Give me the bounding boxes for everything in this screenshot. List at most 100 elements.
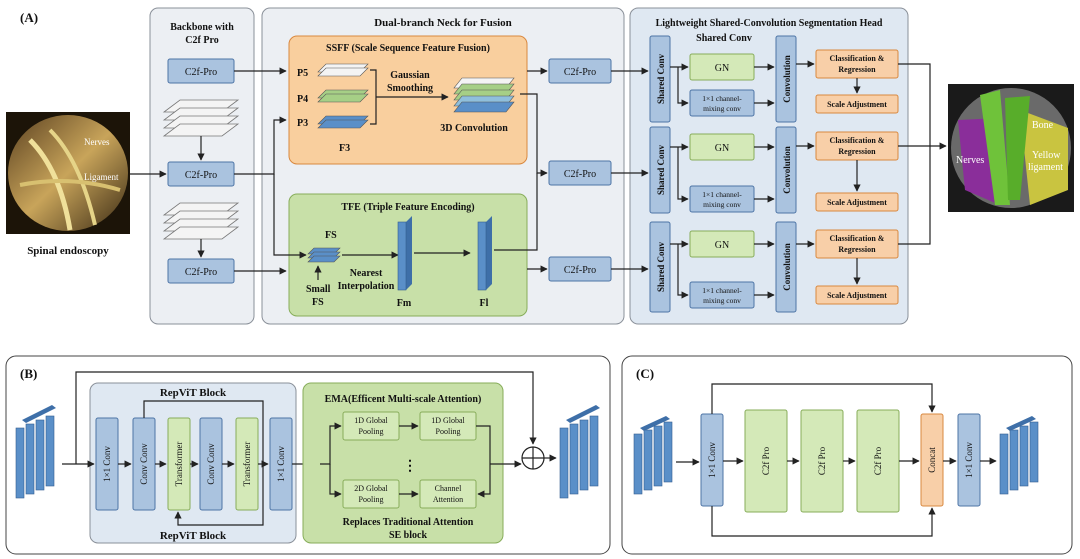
head-row-3-convolution: Convolution [782, 243, 792, 291]
tfe-fl-block [477, 216, 492, 291]
head-row-1-cls-1: Classification & [830, 54, 885, 63]
head-row-1-shared-conv: Shared Conv [656, 53, 666, 104]
c-conv1x1-b-label: 1×1 Conv [964, 442, 974, 478]
tfe-fs-bottom: FS [312, 297, 324, 308]
head-row-2-convolution: Convolution [782, 146, 792, 194]
backbone-title-line1: Backbone with [170, 22, 234, 33]
feature-stack-2 [162, 202, 240, 240]
head-row-2-cls-2: Regression [838, 147, 876, 156]
repvit-block-container [89, 382, 297, 544]
input-endoscopy-image [6, 112, 130, 234]
ssff-f3: F3 [339, 143, 350, 154]
ema-dots: ⋮ [403, 459, 417, 474]
head-row-2-cls-1: Classification & [830, 136, 885, 145]
tfe-title: TFE (Triple Feature Encoding) [341, 202, 474, 213]
gaussian-line1: Gaussian [390, 70, 430, 81]
ssff-p3: P3 [297, 118, 308, 129]
head-row-3-gn: GN [715, 240, 729, 251]
backbone-title-line2: C2f Pro [185, 35, 218, 46]
tfe-fl-label: Fl [480, 298, 489, 309]
input-caption: Spinal endoscopy [27, 245, 109, 257]
head-row-2-scale-adjustment: Scale Adjustment [827, 198, 887, 207]
b-convconv-b-label: Conv Conv [206, 443, 216, 485]
ema-channel-attention-line1: Channel [435, 484, 462, 493]
neck-title: Dual-branch Neck for Fusion [374, 17, 512, 29]
output-label-ligament: ligament [1028, 162, 1063, 173]
input-label-nerves: Nerves [84, 137, 110, 147]
tfe-small-label: Small [306, 284, 331, 295]
head-row-2: Shared Conv GN 1×1 channel- mixing conv … [649, 126, 899, 214]
c-concat-label: Concat [927, 447, 937, 473]
backbone-c2fpro-1-label: C2f-Pro [185, 67, 217, 78]
ema-replaces-line2: SE block [389, 530, 428, 541]
head-row-1-gn: GN [715, 63, 729, 74]
feature-stack-1 [162, 99, 240, 137]
ssff-title: SSFF (Scale Sequence Feature Fusion) [326, 43, 490, 54]
output-label-yellow: Yellow [1032, 150, 1061, 161]
c-c2fpro-2-label: C2f Pro [817, 446, 827, 475]
head-row-1-cls-2: Regression [838, 65, 876, 74]
head-row-2-mix-2: mixing conv [703, 200, 741, 209]
input-label-ligament: Ligament [84, 172, 119, 182]
nearest-line2: Interpolation [338, 281, 395, 292]
c-c2fpro-3-label: C2f Pro [873, 446, 883, 475]
c-c2fpro-1-label: C2f Pro [761, 446, 771, 475]
head-row-3-cls-2: Regression [838, 245, 876, 254]
head-row-1: Shared Conv GN 1×1 channel- mixing conv … [649, 35, 899, 123]
ema-1d-pool-b-line1: 1D Global [431, 416, 465, 425]
neck-c2fpro-1-label: C2f-Pro [564, 67, 596, 78]
b-transformer-b-label: Transformer [242, 442, 252, 487]
repvit-title-top: RepViT Block [160, 387, 227, 399]
output-segmentation-image [948, 84, 1074, 212]
b-conv1x1-b-label: 1×1 Conv [276, 446, 286, 482]
ema-channel-attention [419, 479, 477, 509]
conv3d-label: 3D Convolution [440, 123, 508, 134]
ema-2d-pool-line2: Pooling [359, 495, 384, 504]
b-transformer-a-label: Transformer [174, 442, 184, 487]
panel-b-input-feature [15, 405, 56, 499]
head-row-1-mix-1: 1×1 channel- [702, 94, 742, 103]
ema-2d-pool-line1: 2D Global [354, 484, 388, 493]
head-row-1-mix-2: mixing conv [703, 104, 741, 113]
panel-c-output-feature [999, 416, 1039, 495]
b-convconv-a-label: Conv Conv [139, 443, 149, 485]
output-label-nerves: Nerves [956, 155, 984, 166]
head-title: Lightweight Shared-Convolution Segmentat… [656, 18, 883, 29]
ssff-p-layers [317, 63, 369, 129]
tfe-fm-label: Fm [397, 298, 412, 309]
head-row-2-shared-conv: Shared Conv [656, 144, 666, 195]
tfe-small-stack [307, 247, 341, 263]
tfe-fs-top: FS [325, 230, 337, 241]
head-row-3-scale-adjustment: Scale Adjustment [827, 291, 887, 300]
backbone-c2fpro-3-label: C2f-Pro [185, 267, 217, 278]
neck-c2fpro-2-label: C2f-Pro [564, 169, 596, 180]
tfe-fm-block [397, 216, 412, 291]
panel-b-output-feature [559, 405, 600, 499]
head-row-3-shared-conv: Shared Conv [656, 241, 666, 292]
ema-replaces-line1: Replaces Traditional Attention [343, 517, 474, 528]
nearest-line1: Nearest [350, 268, 383, 279]
head-row-3: Shared Conv GN 1×1 channel- mixing conv … [649, 221, 899, 313]
backbone-c2fpro-2-label: C2f-Pro [185, 170, 217, 181]
panel-a-label: (A) [20, 10, 38, 25]
panel-c-label: (C) [636, 366, 654, 381]
head-row-3-cls-1: Classification & [830, 234, 885, 243]
head-row-2-gn: GN [715, 143, 729, 154]
b-add-node [521, 446, 545, 470]
head-row-2-mix-1: 1×1 channel- [702, 190, 742, 199]
ema-title: EMA(Efficent Multi-scale Attention) [325, 394, 482, 405]
head-row-3-mix-1: 1×1 channel- [702, 286, 742, 295]
head-row-1-convolution: Convolution [782, 55, 792, 103]
ema-1d-pool-b-line2: Pooling [436, 427, 461, 436]
panel-c-input-feature [633, 416, 673, 495]
ema-1d-pool-a-line2: Pooling [359, 427, 384, 436]
ema-1d-pool-a-line1: 1D Global [354, 416, 388, 425]
head-row-1-scale-adjustment: Scale Adjustment [827, 100, 887, 109]
head-shared-conv-top: Shared Conv [696, 33, 752, 44]
ssff-p4: P4 [297, 94, 308, 105]
output-label-bone: Bone [1032, 120, 1054, 131]
gaussian-line2: Smoothing [387, 83, 433, 94]
c-conv1x1-b [957, 413, 981, 507]
c-concat [920, 413, 944, 507]
